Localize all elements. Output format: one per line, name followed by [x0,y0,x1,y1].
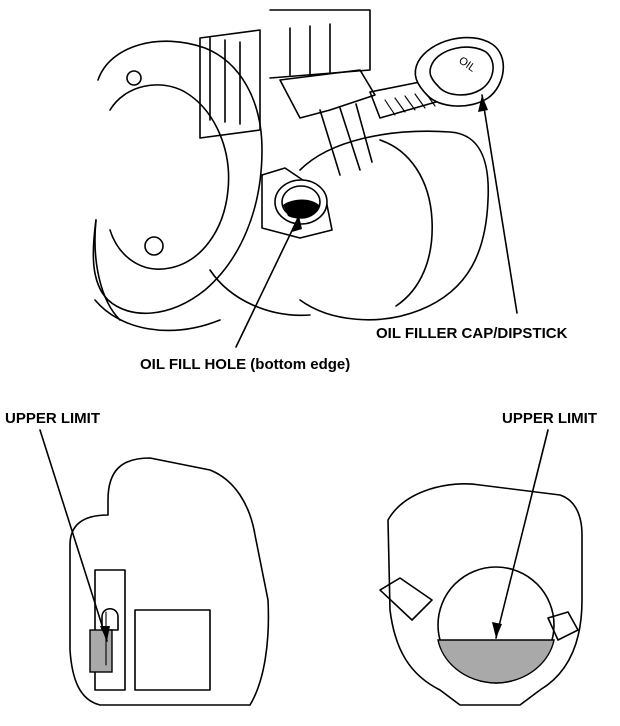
cap-neck-threads [384,91,436,116]
filler-cap-leader [481,94,518,314]
engine-top-cover [269,9,371,79]
starter-inner-ring [109,84,230,270]
upper-limit-left-label: UPPER LIMIT [5,410,101,427]
right-mount-tab [547,611,579,641]
fill-hole-label: OIL FILL HOLE (bottom edge) [140,356,351,373]
frame-bracket [279,69,376,119]
upper-limit-right-leader [495,429,549,639]
dipstick-handle [101,607,119,631]
lower-housing-edge [94,299,221,332]
cylinder-fins [209,37,241,125]
starter-housing [92,40,263,315]
fuel-tank [299,130,490,321]
upper-limit-right-arrow [492,622,502,638]
front-view-housing [387,482,583,706]
cylinder-body [199,29,261,139]
side-view-panel [134,609,211,691]
housing-edge [94,219,121,321]
frame-ribs [319,103,373,176]
oil-level-right [437,639,555,684]
fill-hole-leader [235,215,300,348]
left-mount-tab [379,577,433,621]
upper-limit-left-arrow [100,626,110,641]
starter-bolt-top [126,70,142,86]
fill-hole-boss [261,167,333,239]
filler-cap-label: OIL FILLER CAP/DIPSTICK [376,325,568,342]
oil-filler-cap-top [429,46,494,96]
oil-surface-in-hole [283,199,320,219]
lower-body-edge [209,269,311,317]
upper-limit-right-label: UPPER LIMIT [502,410,598,427]
side-view-housing [69,457,270,706]
upper-limit-left-leader [39,429,108,642]
top-cover-lines [289,23,331,76]
filler-cap-leader-arrow [478,95,488,112]
starter-bolt-bottom [144,236,164,256]
tank-contour [379,139,433,307]
fill-hole-leader-arrow [292,216,302,232]
